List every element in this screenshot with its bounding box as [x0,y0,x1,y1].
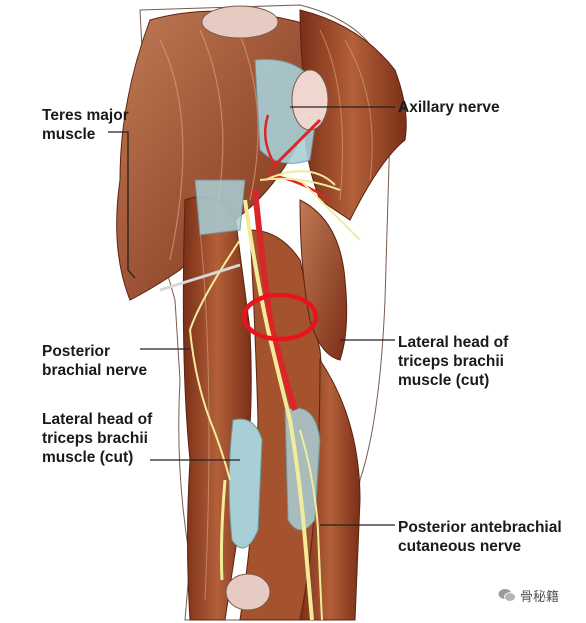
wechat-icon [498,589,516,602]
label-axillary-nerve: Axillary nerve [398,99,500,116]
leader-lines [108,106,395,526]
label-lateral-head-right: Lateral head of triceps brachii muscle (… [398,334,509,389]
lateral-head-cut-right [299,199,348,361]
watermark: 骨秘籍 [498,586,559,605]
artery [252,189,298,411]
humeral-head [201,5,279,39]
highlight-ellipse [241,292,319,342]
posterior-brachial-nerve-line [188,239,241,481]
triceps-long-head [182,196,252,621]
label-posterior-brachial-nerve: Posterior brachial nerve [42,343,148,379]
leader-teres-major [108,131,136,279]
tendon-left [228,418,263,549]
axillary-nerve-branch [259,170,361,241]
label-lateral-head-left: Lateral head of triceps brachii muscle (… [42,411,153,466]
label-teres-major: Teres major muscle [42,107,129,143]
label-posterior-antebrachial: Posterior antebrachial cutaneous nerve [398,519,562,555]
cutaneous-nerve [299,429,323,621]
radial-nerve [243,199,314,621]
watermark-text: 骨秘籍 [520,590,560,605]
